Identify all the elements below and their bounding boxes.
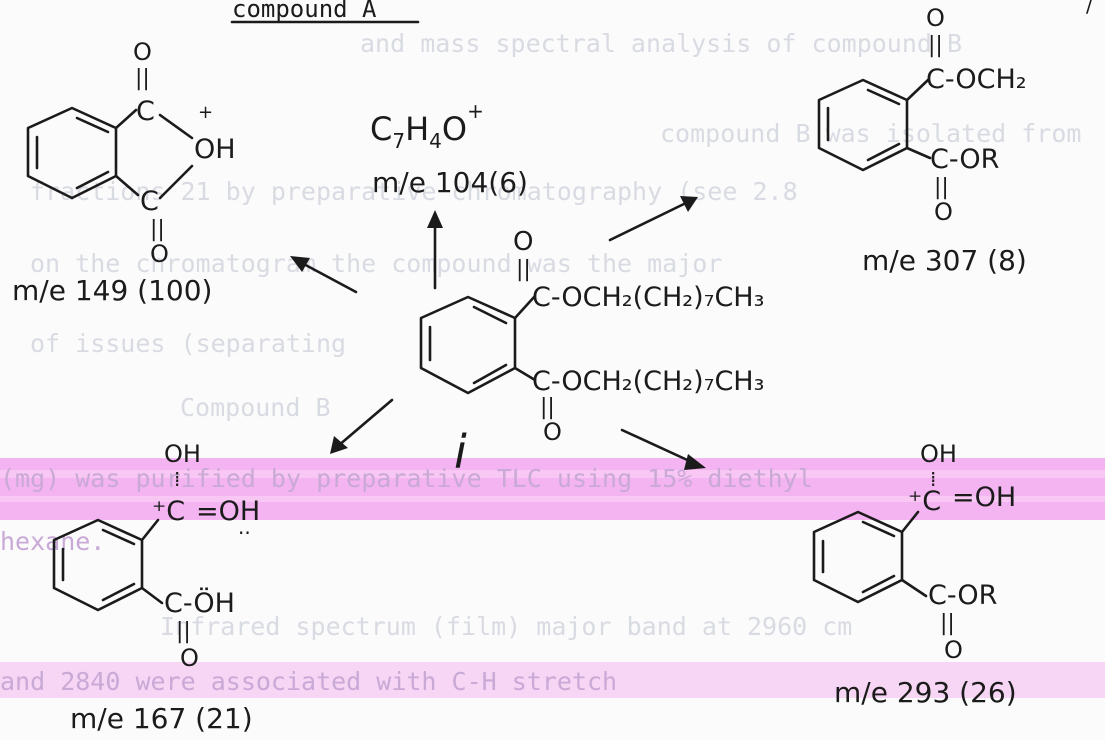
frag149-o-top-double-bond: || bbox=[135, 66, 150, 91]
frag307-top-group: C-OCH₂ bbox=[926, 64, 1027, 95]
fragment-293: OH ⁞ ⁺C =OH C-OR || O m/e 293 (26) bbox=[812, 440, 1017, 709]
arrowhead-149 bbox=[290, 256, 310, 272]
bg-line-10: and 2840 were associated with C-H stretc… bbox=[0, 667, 617, 696]
frag149-c-top: C bbox=[136, 96, 155, 127]
center-o-bottom: O bbox=[543, 418, 562, 446]
page-title: compound A bbox=[232, 0, 377, 23]
bg-line-2: compound B was isolated from bbox=[660, 119, 1081, 148]
center-compound-label: i bbox=[454, 425, 467, 479]
frag307-o-bottom: O bbox=[934, 198, 953, 226]
bg-line-3: fractions 21 by preparative chromatograp… bbox=[30, 177, 798, 206]
fragment-167: OH ⁞ ⁺C =OH ·· C-ÖH || O m/e 167 (21) bbox=[52, 440, 260, 735]
frag167-o-bottom-double-bond: || bbox=[176, 619, 191, 644]
fragment-149: O || C + OH C || O m/e 149 (100) bbox=[12, 38, 236, 307]
frag167-bottom-group: C-ÖH bbox=[164, 587, 235, 619]
bg-line-5: of issues (separating bbox=[30, 329, 346, 358]
frag149-o-bottom-double-bond: || bbox=[150, 217, 165, 242]
frag149-o-bottom: O bbox=[150, 240, 169, 268]
frag167-oh-top: OH bbox=[164, 440, 201, 468]
frag104-mass: m/e 104(6) bbox=[372, 166, 528, 199]
frag167-c-plus: ⁺C bbox=[152, 496, 185, 527]
frag149-charge: + bbox=[198, 102, 213, 123]
frag307-mass: m/e 307 (8) bbox=[862, 244, 1027, 277]
frag293-mass: m/e 293 (26) bbox=[834, 676, 1017, 709]
frag167-lone-pair: ·· bbox=[238, 521, 251, 545]
frag293-bottom-group: C-OR bbox=[928, 580, 997, 611]
frag307-o-top-double-bond: || bbox=[928, 33, 943, 58]
fragmentation-arrows bbox=[290, 196, 706, 470]
fragment-104: C7H4O+ m/e 104(6) bbox=[370, 99, 528, 199]
frag293-eq-oh: =OH bbox=[952, 482, 1016, 513]
center-ester-bottom: C-OCH₂(CH₂)₇CH₃ bbox=[532, 366, 764, 397]
frag149-oh: OH bbox=[194, 134, 236, 165]
frag293-oh-top: OH bbox=[920, 440, 957, 468]
arrow-to-293 bbox=[620, 428, 698, 466]
arrow-to-307 bbox=[608, 200, 690, 242]
frag167-eq-oh: =OH bbox=[196, 496, 260, 527]
frag293-dashed-bond: ⁞ bbox=[930, 467, 936, 491]
background-typed-text: and mass spectral analysis of compound B… bbox=[30, 29, 1081, 641]
highlighter-band-top bbox=[0, 458, 1105, 520]
center-ester-top: C-OCH₂(CH₂)₇CH₃ bbox=[532, 282, 764, 313]
page-mark: / bbox=[1086, 0, 1093, 17]
frag167-mass: m/e 167 (21) bbox=[70, 702, 253, 735]
central-molecule: O || C-OCH₂(CH₂)₇CH₃ C-OCH₂(CH₂)₇CH₃ || … bbox=[419, 227, 764, 479]
arrow-to-167 bbox=[336, 398, 394, 448]
frag293-o-bottom: O bbox=[944, 636, 963, 664]
bg-line-4: on the chromatogram the compound was the… bbox=[30, 249, 722, 278]
frag104-formula: C7H4O+ bbox=[370, 99, 484, 153]
bg-line-8: hexane. bbox=[0, 527, 105, 556]
frag307-o-top: O bbox=[926, 4, 945, 32]
center-o-bottom-double-bond: || bbox=[540, 395, 555, 420]
fragment-307: O || C-OCH₂ C-OR || O m/e 307 (8) bbox=[817, 4, 1027, 277]
highlighter-streak-1 bbox=[0, 470, 1105, 478]
bg-line-6: Compound B bbox=[180, 393, 331, 422]
frag149-mass: m/e 149 (100) bbox=[12, 274, 212, 307]
arrowhead-104 bbox=[427, 210, 443, 228]
arrowhead-167 bbox=[330, 436, 348, 454]
highlighter-streak-2 bbox=[0, 496, 1105, 502]
bg-line-1: and mass spectral analysis of compound B bbox=[360, 29, 962, 58]
center-o-top: O bbox=[513, 227, 533, 257]
bg-line-7: (mg) was purified by preparative TLC usi… bbox=[0, 464, 813, 493]
frag307-bottom-group: C-OR bbox=[930, 144, 999, 175]
arrow-to-149 bbox=[298, 260, 358, 294]
highlighter-band-bottom bbox=[0, 662, 1105, 698]
frag293-c-plus: ⁺C bbox=[908, 486, 941, 517]
center-o-top-double-bond: || bbox=[516, 257, 531, 282]
frag307-o-bottom-double-bond: || bbox=[934, 175, 949, 200]
frag149-o-top: O bbox=[133, 38, 152, 66]
frag149-c-bottom: C bbox=[140, 186, 159, 217]
arrowhead-307 bbox=[680, 196, 698, 212]
frag167-o-bottom: O bbox=[180, 644, 199, 672]
frag293-o-bottom-double-bond: || bbox=[940, 611, 955, 636]
bg-line-9: Infrared spectrum (film) major band at 2… bbox=[160, 612, 852, 641]
frag167-dashed-bond: ⁞ bbox=[174, 467, 180, 491]
arrowhead-293 bbox=[684, 454, 706, 470]
